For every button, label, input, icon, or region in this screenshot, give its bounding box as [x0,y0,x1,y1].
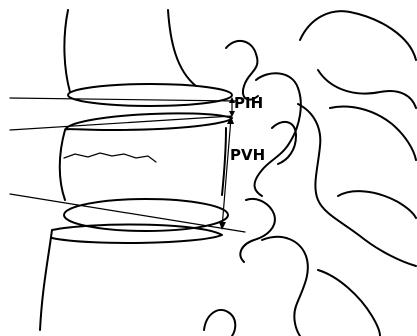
inferior-facet [204,310,235,336]
posterior-element-mid [298,104,416,266]
posterior-element-upper [226,41,258,100]
spinous-process-mid [330,107,416,218]
middle-vertebral-body-side [60,128,226,200]
pih-label: PIH [234,94,263,112]
posterior-element-bottom [262,237,308,336]
posterior-element-lower [240,199,275,262]
pvh-label: PVH [230,146,265,164]
spinous-process-upper [300,11,416,108]
lower-posterior-curve [318,270,380,336]
lower-vertebral-body [40,225,222,330]
posterior-element-facet [255,73,301,196]
upper-vertebral-body [64,10,196,92]
reference-line-middle [10,116,232,130]
reference-line-top [10,98,235,101]
upper-endplate [68,84,232,106]
fracture-line [64,153,156,162]
